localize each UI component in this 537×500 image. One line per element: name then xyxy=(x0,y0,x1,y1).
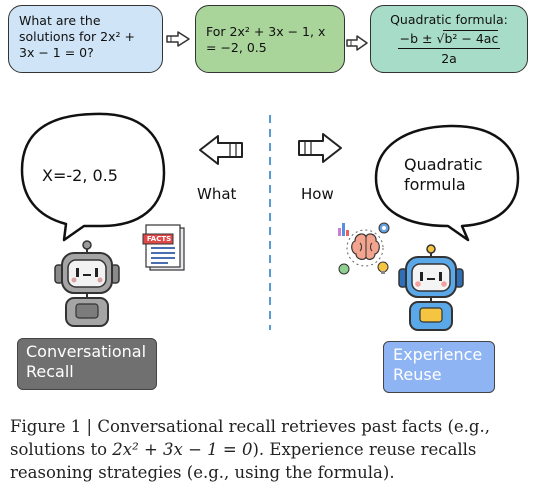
formula-title: Quadratic formula: xyxy=(390,12,508,27)
conversational-recall-label: Conversational Recall xyxy=(17,338,157,390)
arrow-right-icon xyxy=(298,133,342,163)
conversational-recall-line2: Recall xyxy=(26,362,74,381)
right-bubble-line1: Quadratic xyxy=(404,155,483,174)
question-text: What are the solutions for 2x² + 3x − 1 … xyxy=(19,13,135,60)
arrow-left-icon xyxy=(199,135,243,165)
formula-box: Quadratic formula: −b ± √b² − 4ac 2a xyxy=(370,5,528,73)
question-box: What are the solutions for 2x² + 3x − 1 … xyxy=(8,5,163,73)
formula-denominator: 2a xyxy=(441,51,457,66)
left-bubble-text: X=-2, 0.5 xyxy=(42,166,118,185)
grey-robot-icon xyxy=(54,240,120,327)
answer-box: For 2x² + 3x − 1, x = −2, 0.5 xyxy=(195,5,345,73)
caption-suffix: ). Experience reuse recalls reasoning st… xyxy=(10,440,477,482)
what-label: What xyxy=(197,185,237,203)
right-speech-bubble xyxy=(374,124,520,242)
arrow-right-icon xyxy=(166,31,190,47)
conversational-recall-line1: Conversational xyxy=(26,342,147,361)
dashed-divider xyxy=(269,115,271,330)
facts-label: FACTS xyxy=(146,235,172,243)
right-bubble-line2: formula xyxy=(404,175,466,194)
blue-robot-icon xyxy=(398,244,464,331)
facts-document-icon xyxy=(142,224,185,271)
experience-reuse-label: Experience Reuse xyxy=(383,341,495,393)
brain-gears-icon xyxy=(338,222,390,275)
formula-fraction: −b ± √b² − 4ac 2a xyxy=(381,30,517,67)
formula-numerator: −b ± √b² − 4ac xyxy=(397,30,501,49)
experience-reuse-line2: Reuse xyxy=(393,365,442,384)
left-speech-bubble xyxy=(20,112,166,242)
experience-reuse-line1: Experience xyxy=(393,345,483,364)
arrow-right-icon xyxy=(346,35,368,51)
caption-math: 2x² + 3x − 1 = 0 xyxy=(112,440,253,459)
answer-text: For 2x² + 3x − 1, x = −2, 0.5 xyxy=(206,24,326,55)
figure-caption: Figure 1 | Conversational recall retriev… xyxy=(10,415,530,484)
caption-prefix: Figure 1 | Conversational recall retriev… xyxy=(10,417,490,459)
how-label: How xyxy=(301,185,334,203)
formula-radicand: b² − 4ac xyxy=(443,30,499,46)
right-bubble-text: Quadratic formula xyxy=(404,155,483,195)
